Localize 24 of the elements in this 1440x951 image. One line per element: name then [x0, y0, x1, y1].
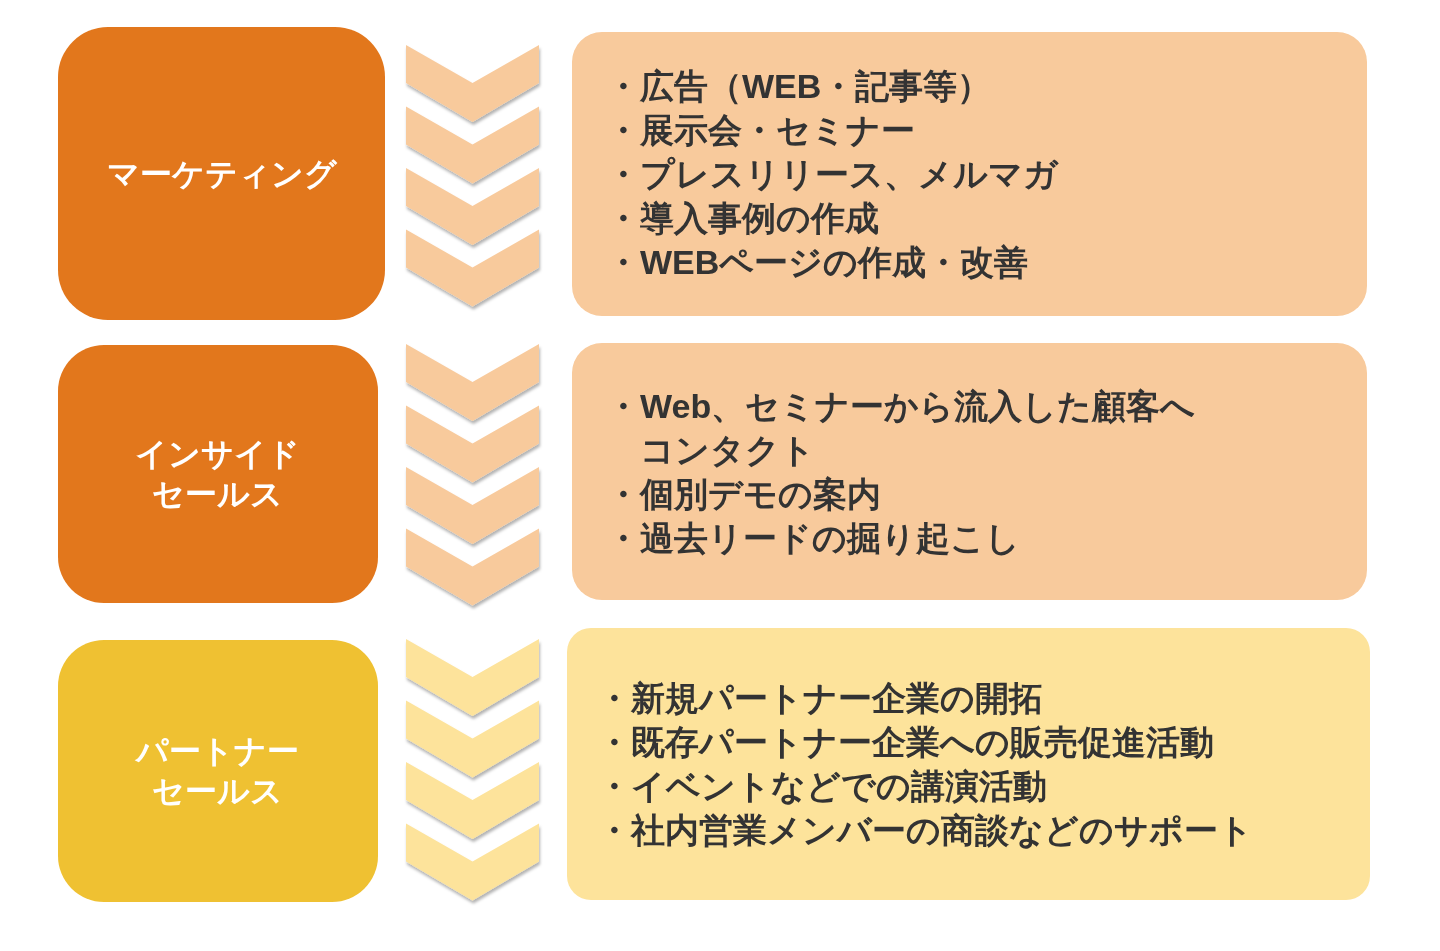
category-box	[58, 345, 378, 603]
chevron-arrow	[406, 638, 539, 901]
activity-list-box	[572, 32, 1367, 316]
list-item-text: ・イベントなどでの講演活動	[597, 766, 1047, 807]
category-label: マーケティング	[106, 154, 337, 194]
category-box	[58, 27, 385, 320]
list-item-text: ・新規パートナー企業の開拓	[597, 678, 1043, 719]
list-item-text: ・WEBページの作成・改善	[606, 242, 1029, 283]
list-item-text: ・既存パートナー企業への販売促進活動	[597, 722, 1214, 763]
list-item-text: ・過去リードの掘り起こし	[606, 517, 1020, 559]
list-item-text: ・社内営業メンバーの商談などのサポート	[597, 810, 1253, 851]
list-item-text: ・プレスリリース、メルマガ	[606, 154, 1058, 195]
chevron-arrow	[406, 45, 539, 307]
category-label: パートナーセールス	[134, 732, 301, 811]
list-item-text: ・広告（WEB・記事等）	[606, 66, 992, 107]
list-item-text: ・Web、セミナーから流入した顧客へコンタクト	[606, 385, 1197, 471]
list-item-text: ・導入事例の作成	[606, 198, 879, 239]
category-box	[58, 640, 378, 902]
category-label: インサイドセールス	[134, 435, 302, 514]
chevron-arrow	[406, 344, 539, 606]
activity-list-box	[567, 628, 1370, 900]
list-item-text: ・展示会・セミナー	[606, 110, 915, 151]
activity-list-box	[572, 343, 1367, 600]
list-item-text: ・個別デモの案内	[606, 473, 881, 515]
